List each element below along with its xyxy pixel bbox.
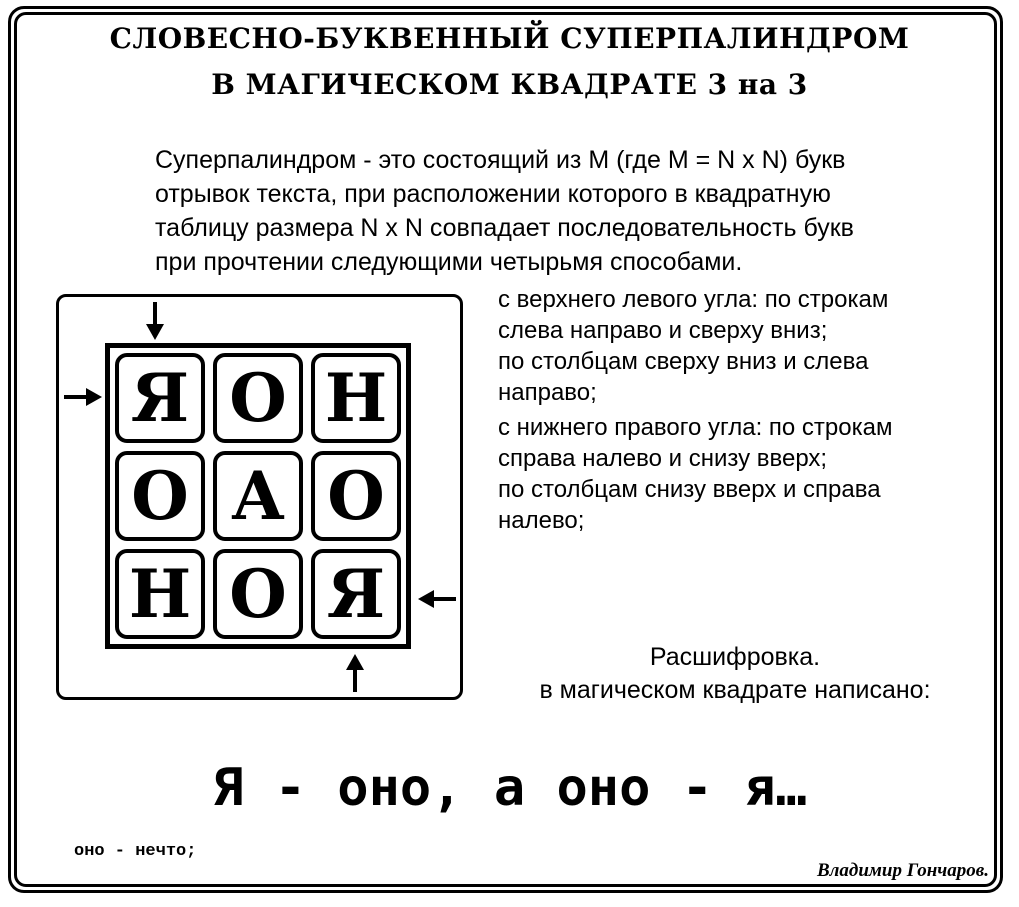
inner-frame — [14, 12, 997, 887]
title-line-1: СЛОВЕСНО-БУКВЕННЫЙ СУПЕРПАЛИНДРОМ — [109, 22, 910, 55]
author-signature: Владимир Гончаров. — [816, 860, 989, 881]
square-cell: Я — [115, 353, 205, 443]
rule-line: слева направо и сверху вниз; — [498, 317, 828, 344]
rule-line: справа налево и снизу вверх; — [498, 445, 828, 472]
square-cell: Н — [311, 353, 401, 443]
rule-line: направо; — [498, 379, 597, 406]
up-arrow-icon — [346, 654, 364, 692]
outer-frame — [8, 6, 1003, 893]
rule-line: с верхнего левого угла: по строкам — [498, 286, 889, 313]
square-cell: О — [115, 451, 205, 541]
right-arrow-icon — [64, 388, 102, 406]
square-cell: О — [213, 353, 303, 443]
palindrome-answer: Я - оно, а оно - я… — [212, 758, 807, 818]
footnote: оно - нечто; — [74, 842, 197, 861]
rule-line: с нижнего правого угла: по строкам — [498, 414, 893, 441]
down-arrow-icon — [146, 302, 164, 340]
square-cell: О — [311, 451, 401, 541]
square-cell: А — [213, 451, 303, 541]
intro-line: при прочтении следующими четырьмя способ… — [155, 248, 743, 276]
intro-paragraph: Суперпалиндром - это состоящий из M (где… — [155, 143, 995, 279]
square-cell: Я — [311, 549, 401, 639]
reading-rules: с верхнего левого угла: по строкам слева… — [498, 284, 998, 536]
intro-line: Суперпалиндром - это состоящий из M (где… — [155, 146, 846, 174]
rule-line: по столбцам снизу вверх и справа — [498, 476, 881, 503]
square-cell: О — [213, 549, 303, 639]
square-panel — [56, 294, 463, 700]
decode-heading: Расшифровка. — [649, 643, 821, 671]
square-cell: Н — [115, 549, 205, 639]
decode-text: в магическом квадрате написано: — [539, 676, 931, 704]
rule-line: налево; — [498, 507, 585, 534]
intro-line: таблицу размера N x N совпадает последов… — [155, 214, 854, 242]
title-line-2: В МАГИЧЕСКОМ КВАДРАТЕ 3 на 3 — [211, 68, 808, 101]
magic-square: Я О Н О А О Н О Я — [105, 343, 411, 649]
intro-line: отрывок текста, при расположении которог… — [155, 180, 831, 208]
left-arrow-icon — [418, 590, 456, 608]
rule-line: по столбцам сверху вниз и слева — [498, 348, 869, 375]
